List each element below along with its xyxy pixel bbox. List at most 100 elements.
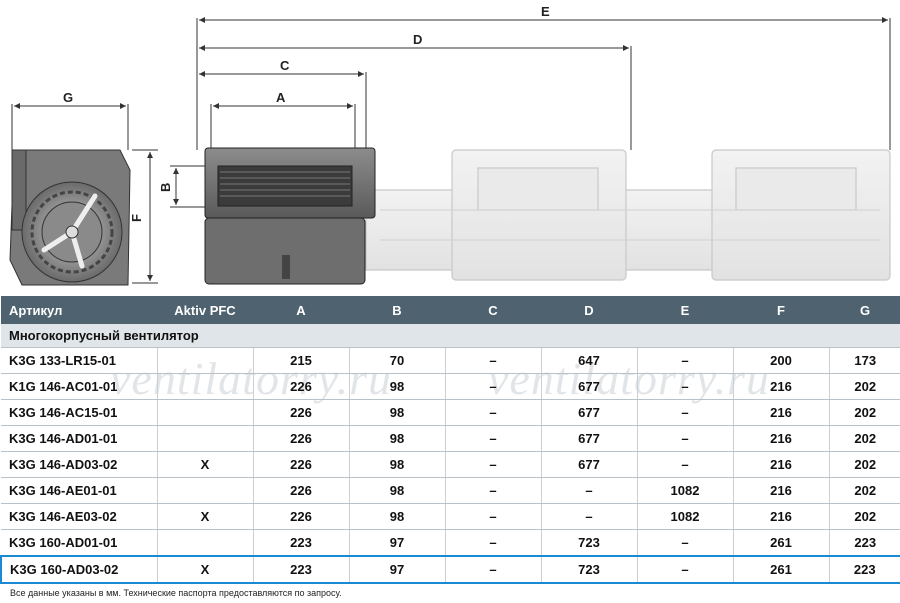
fan-dimension-drawing: E D C A G B F <box>9 4 891 286</box>
article-cell: K3G 160-AD03-02 <box>0 555 157 584</box>
value-cell: 223 <box>252 555 349 584</box>
value-cell: 226 <box>252 373 349 400</box>
value-cell: 647 <box>540 347 637 374</box>
value-cell: 98 <box>348 451 445 478</box>
col-header-c: C <box>445 296 541 324</box>
value-cell: 216 <box>732 373 829 400</box>
value-cell: 261 <box>732 529 829 557</box>
main-fan-unit-icon <box>204 147 376 285</box>
value-cell: X <box>156 451 253 478</box>
value-cell: 202 <box>828 425 900 452</box>
value-cell <box>156 425 253 452</box>
dim-label-d: D <box>413 32 422 47</box>
value-cell: 97 <box>348 555 445 584</box>
value-cell: – <box>636 399 733 426</box>
value-cell: 216 <box>732 503 829 530</box>
value-cell: – <box>444 529 541 557</box>
article-cell: K3G 133-LR15-01 <box>1 347 157 374</box>
col-header-b: B <box>349 296 445 324</box>
value-cell: 223 <box>252 529 349 557</box>
dim-label-f: F <box>129 214 144 222</box>
value-cell: – <box>444 347 541 374</box>
value-cell: 1082 <box>636 477 733 504</box>
value-cell: 202 <box>828 503 900 530</box>
article-cell: K1G 146-AC01-01 <box>1 373 157 400</box>
value-cell: – <box>636 555 733 584</box>
value-cell: 216 <box>732 399 829 426</box>
group-label: Многокорпусный вентилятор <box>1 324 900 348</box>
col-header-e: E <box>637 296 733 324</box>
value-cell: 677 <box>540 373 637 400</box>
value-cell: 202 <box>828 477 900 504</box>
value-cell: 202 <box>828 373 900 400</box>
value-cell: 98 <box>348 425 445 452</box>
value-cell: 223 <box>828 529 900 557</box>
value-cell: – <box>636 451 733 478</box>
value-cell: 223 <box>828 555 900 584</box>
value-cell: 70 <box>348 347 445 374</box>
value-cell: – <box>636 529 733 557</box>
value-cell: 98 <box>348 373 445 400</box>
value-cell: 98 <box>348 399 445 426</box>
value-cell: 226 <box>252 503 349 530</box>
side-view-fan-icon <box>9 149 131 286</box>
col-header-g: G <box>829 296 900 324</box>
value-cell: 202 <box>828 399 900 426</box>
value-cell: 216 <box>732 425 829 452</box>
value-cell <box>156 399 253 426</box>
value-cell: 677 <box>540 399 637 426</box>
article-cell: K3G 160-AD01-01 <box>1 529 157 557</box>
dim-label-c: C <box>280 58 290 73</box>
value-cell: – <box>540 503 637 530</box>
value-cell: – <box>444 373 541 400</box>
value-cell: 677 <box>540 425 637 452</box>
article-cell: K3G 146-AD03-02 <box>1 451 157 478</box>
value-cell: 1082 <box>636 503 733 530</box>
value-cell: – <box>636 373 733 400</box>
value-cell <box>156 373 253 400</box>
table-header-row: Артикул Aktiv PFC A B C D E F G <box>1 296 900 324</box>
footnote: Все данные указаны в мм. Технические пас… <box>10 588 342 598</box>
col-header-article: Артикул <box>1 296 157 324</box>
value-cell: 261 <box>732 555 829 584</box>
article-cell: K3G 146-AD01-01 <box>1 425 157 452</box>
value-cell: 98 <box>348 503 445 530</box>
value-cell: 215 <box>252 347 349 374</box>
col-header-f: F <box>733 296 829 324</box>
value-cell: – <box>444 451 541 478</box>
dim-label-b: B <box>158 183 173 192</box>
col-header-pfc: Aktiv PFC <box>157 296 253 324</box>
value-cell: 98 <box>348 477 445 504</box>
value-cell: X <box>156 555 253 584</box>
value-cell: 226 <box>252 425 349 452</box>
dim-label-e: E <box>541 4 550 19</box>
value-cell: – <box>540 477 637 504</box>
value-cell: 173 <box>828 347 900 374</box>
value-cell: – <box>444 477 541 504</box>
value-cell: X <box>156 503 253 530</box>
value-cell: 226 <box>252 477 349 504</box>
value-cell: – <box>444 399 541 426</box>
value-cell: – <box>444 555 541 584</box>
value-cell: 226 <box>252 399 349 426</box>
value-cell: 202 <box>828 451 900 478</box>
value-cell: – <box>444 503 541 530</box>
value-cell: 200 <box>732 347 829 374</box>
value-cell: 226 <box>252 451 349 478</box>
article-cell: K3G 146-AE03-02 <box>1 503 157 530</box>
value-cell: 216 <box>732 477 829 504</box>
group-row: Многокорпусный вентилятор <box>1 324 900 348</box>
value-cell: – <box>636 347 733 374</box>
value-cell: 216 <box>732 451 829 478</box>
value-cell <box>156 347 253 374</box>
article-cell: K3G 146-AC15-01 <box>1 399 157 426</box>
